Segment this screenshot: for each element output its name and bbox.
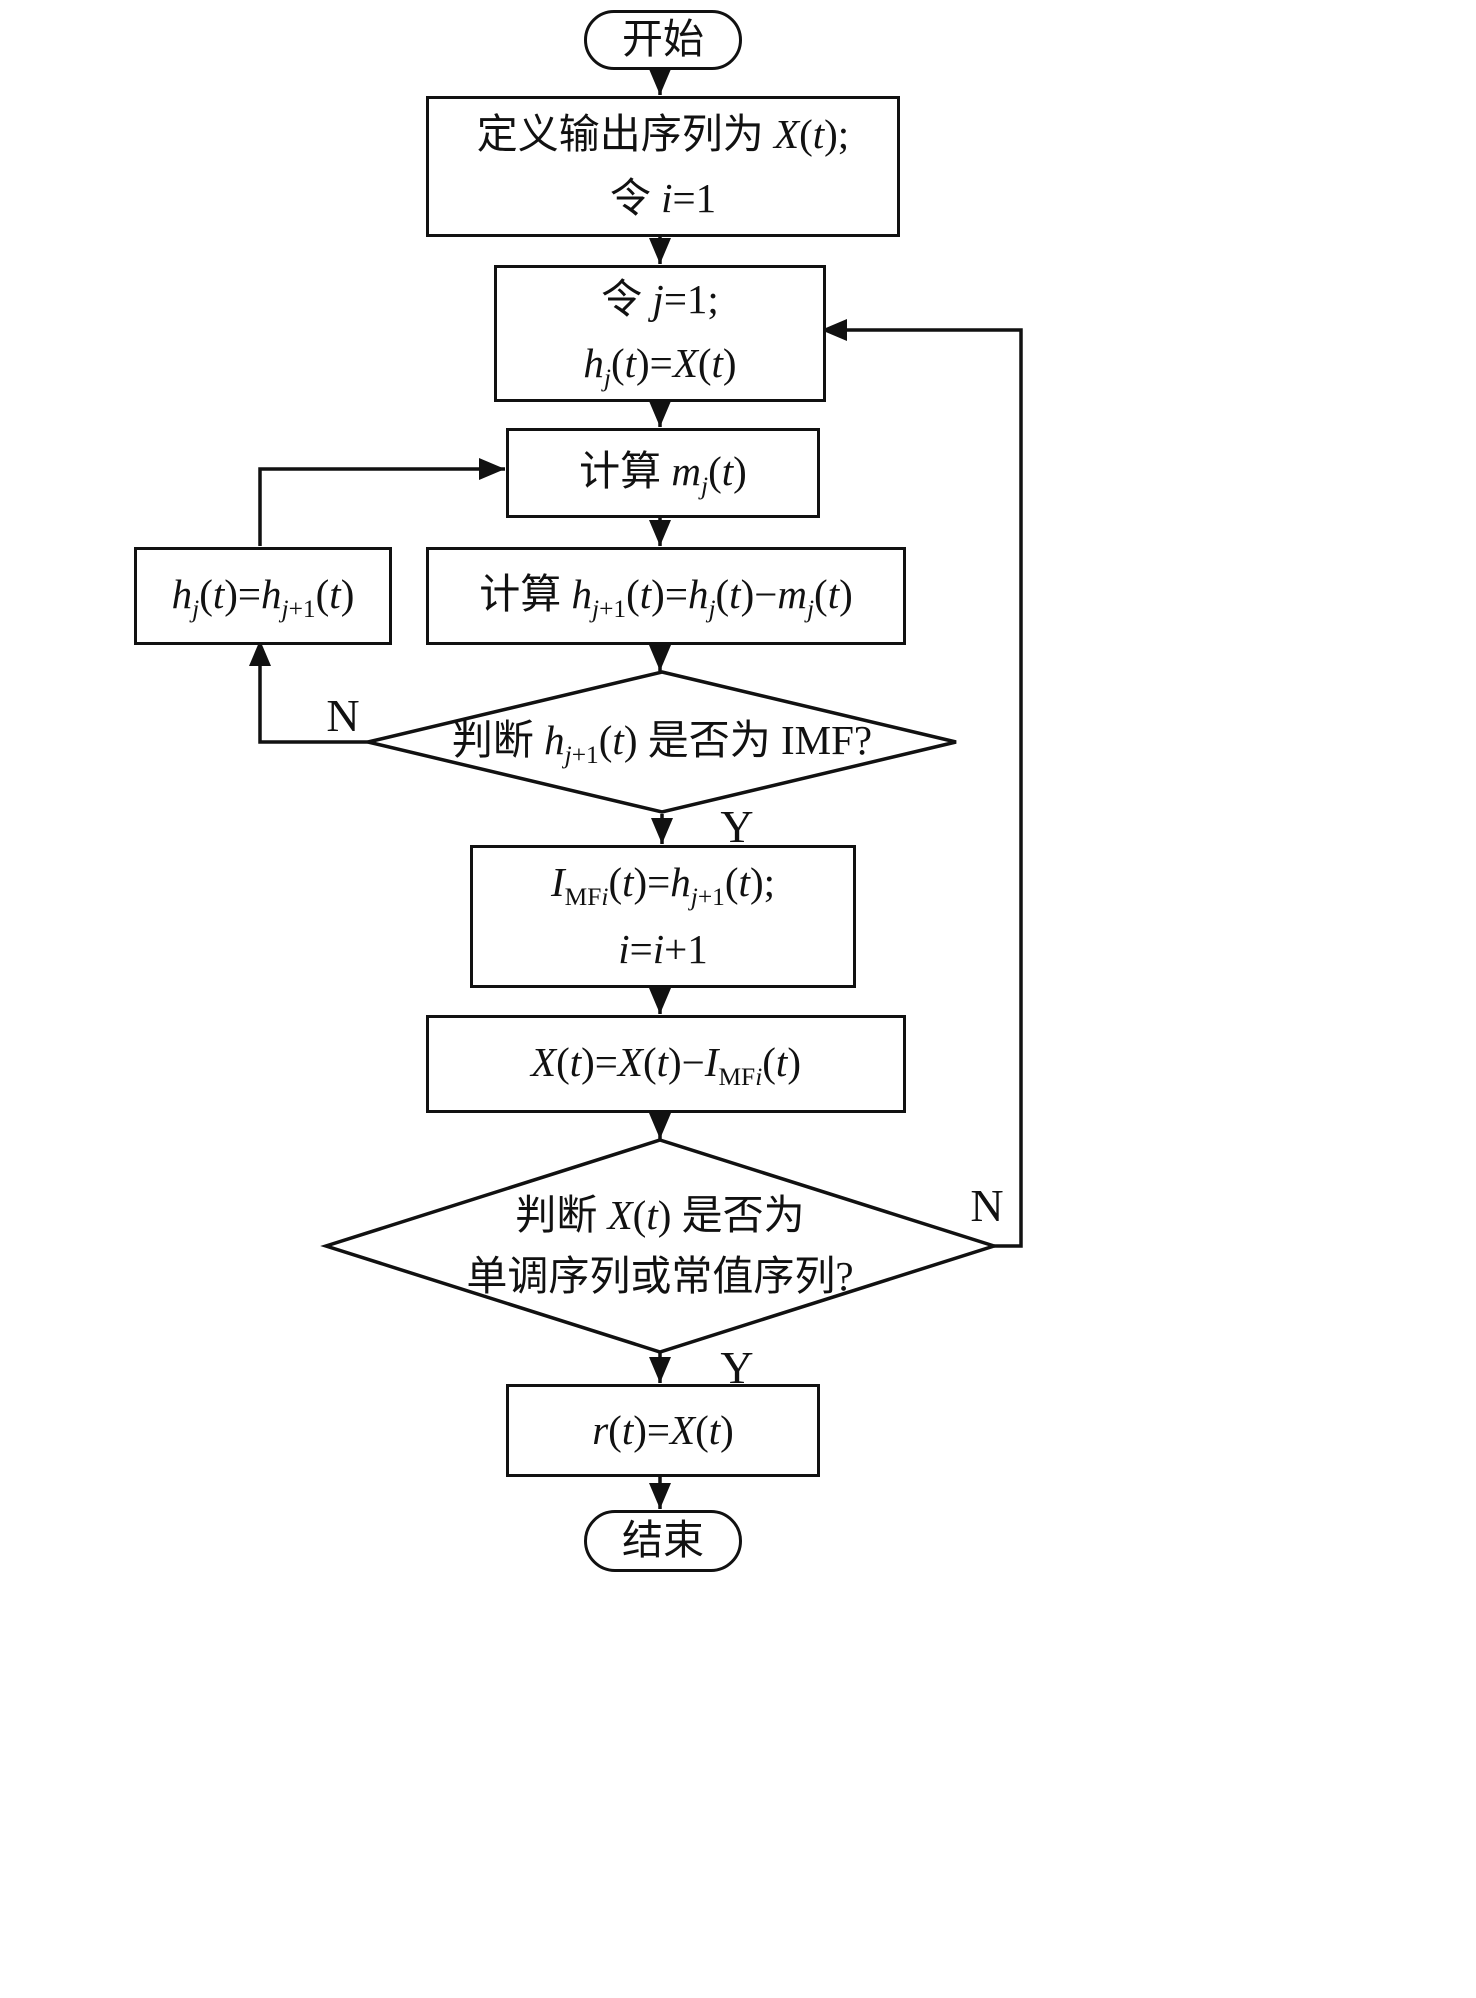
compute-m-label: 计算 mj(t) <box>579 447 747 500</box>
edge-mono-no-loop <box>821 319 1023 1248</box>
reassign-h-label: hj(t)=hj+1(t) <box>171 570 355 623</box>
define-output-node: 定义输出序列为 X(t); 令 i=1 <box>426 96 900 237</box>
mono-yes-label: Y <box>720 1342 754 1393</box>
compute-m-node: 计算 mj(t) <box>506 428 820 518</box>
monotonic-decision-label: 判断 X(t) 是否为 单调序列或常值序列? <box>466 1191 854 1300</box>
compute-h-node: 计算 hj+1(t)=hj(t)−mj(t) <box>426 547 906 645</box>
imf-yes-label: Y <box>720 801 754 852</box>
end-node: 结束 <box>584 1510 742 1572</box>
mono-no-label: N <box>970 1180 1004 1231</box>
define-output-label: 定义输出序列为 X(t); 令 i=1 <box>476 110 850 221</box>
residual-label: r(t)=X(t) <box>592 1406 734 1453</box>
residual-node: r(t)=X(t) <box>506 1384 820 1477</box>
init-j-node: 令 j=1; hj(t)=X(t) <box>494 265 826 402</box>
imf-no-label: N <box>326 690 360 741</box>
edge-imf-no-loop <box>249 640 368 744</box>
compute-h-label: 计算 hj+1(t)=hj(t)−mj(t) <box>479 570 853 623</box>
start-label: 开始 <box>622 16 704 63</box>
monotonic-decision-node: 判断 X(t) 是否为 单调序列或常值序列? <box>360 1178 960 1314</box>
imf-decision-label: 判断 hj+1(t) 是否为 IMF? <box>451 716 873 770</box>
monotonic-decision-diamond <box>320 1138 1000 1354</box>
imf-decision-diamond <box>367 670 957 814</box>
imf-decision-node: 判断 hj+1(t) 是否为 IMF? <box>382 706 942 778</box>
init-j-label: 令 j=1; hj(t)=X(t) <box>583 276 737 393</box>
update-x-node: X(t)=X(t)−IMFi(t) <box>426 1015 906 1113</box>
reassign-h-node: hj(t)=hj+1(t) <box>134 547 392 645</box>
update-x-label: X(t)=X(t)−IMFi(t) <box>531 1038 801 1091</box>
end-label: 结束 <box>622 1517 704 1564</box>
store-imf-label: IMFi(t)=hj+1(t); i=i+1 <box>550 859 775 973</box>
edge-reassign-compute-m <box>258 458 505 546</box>
start-node: 开始 <box>584 10 742 70</box>
store-imf-node: IMFi(t)=hj+1(t); i=i+1 <box>470 845 856 988</box>
